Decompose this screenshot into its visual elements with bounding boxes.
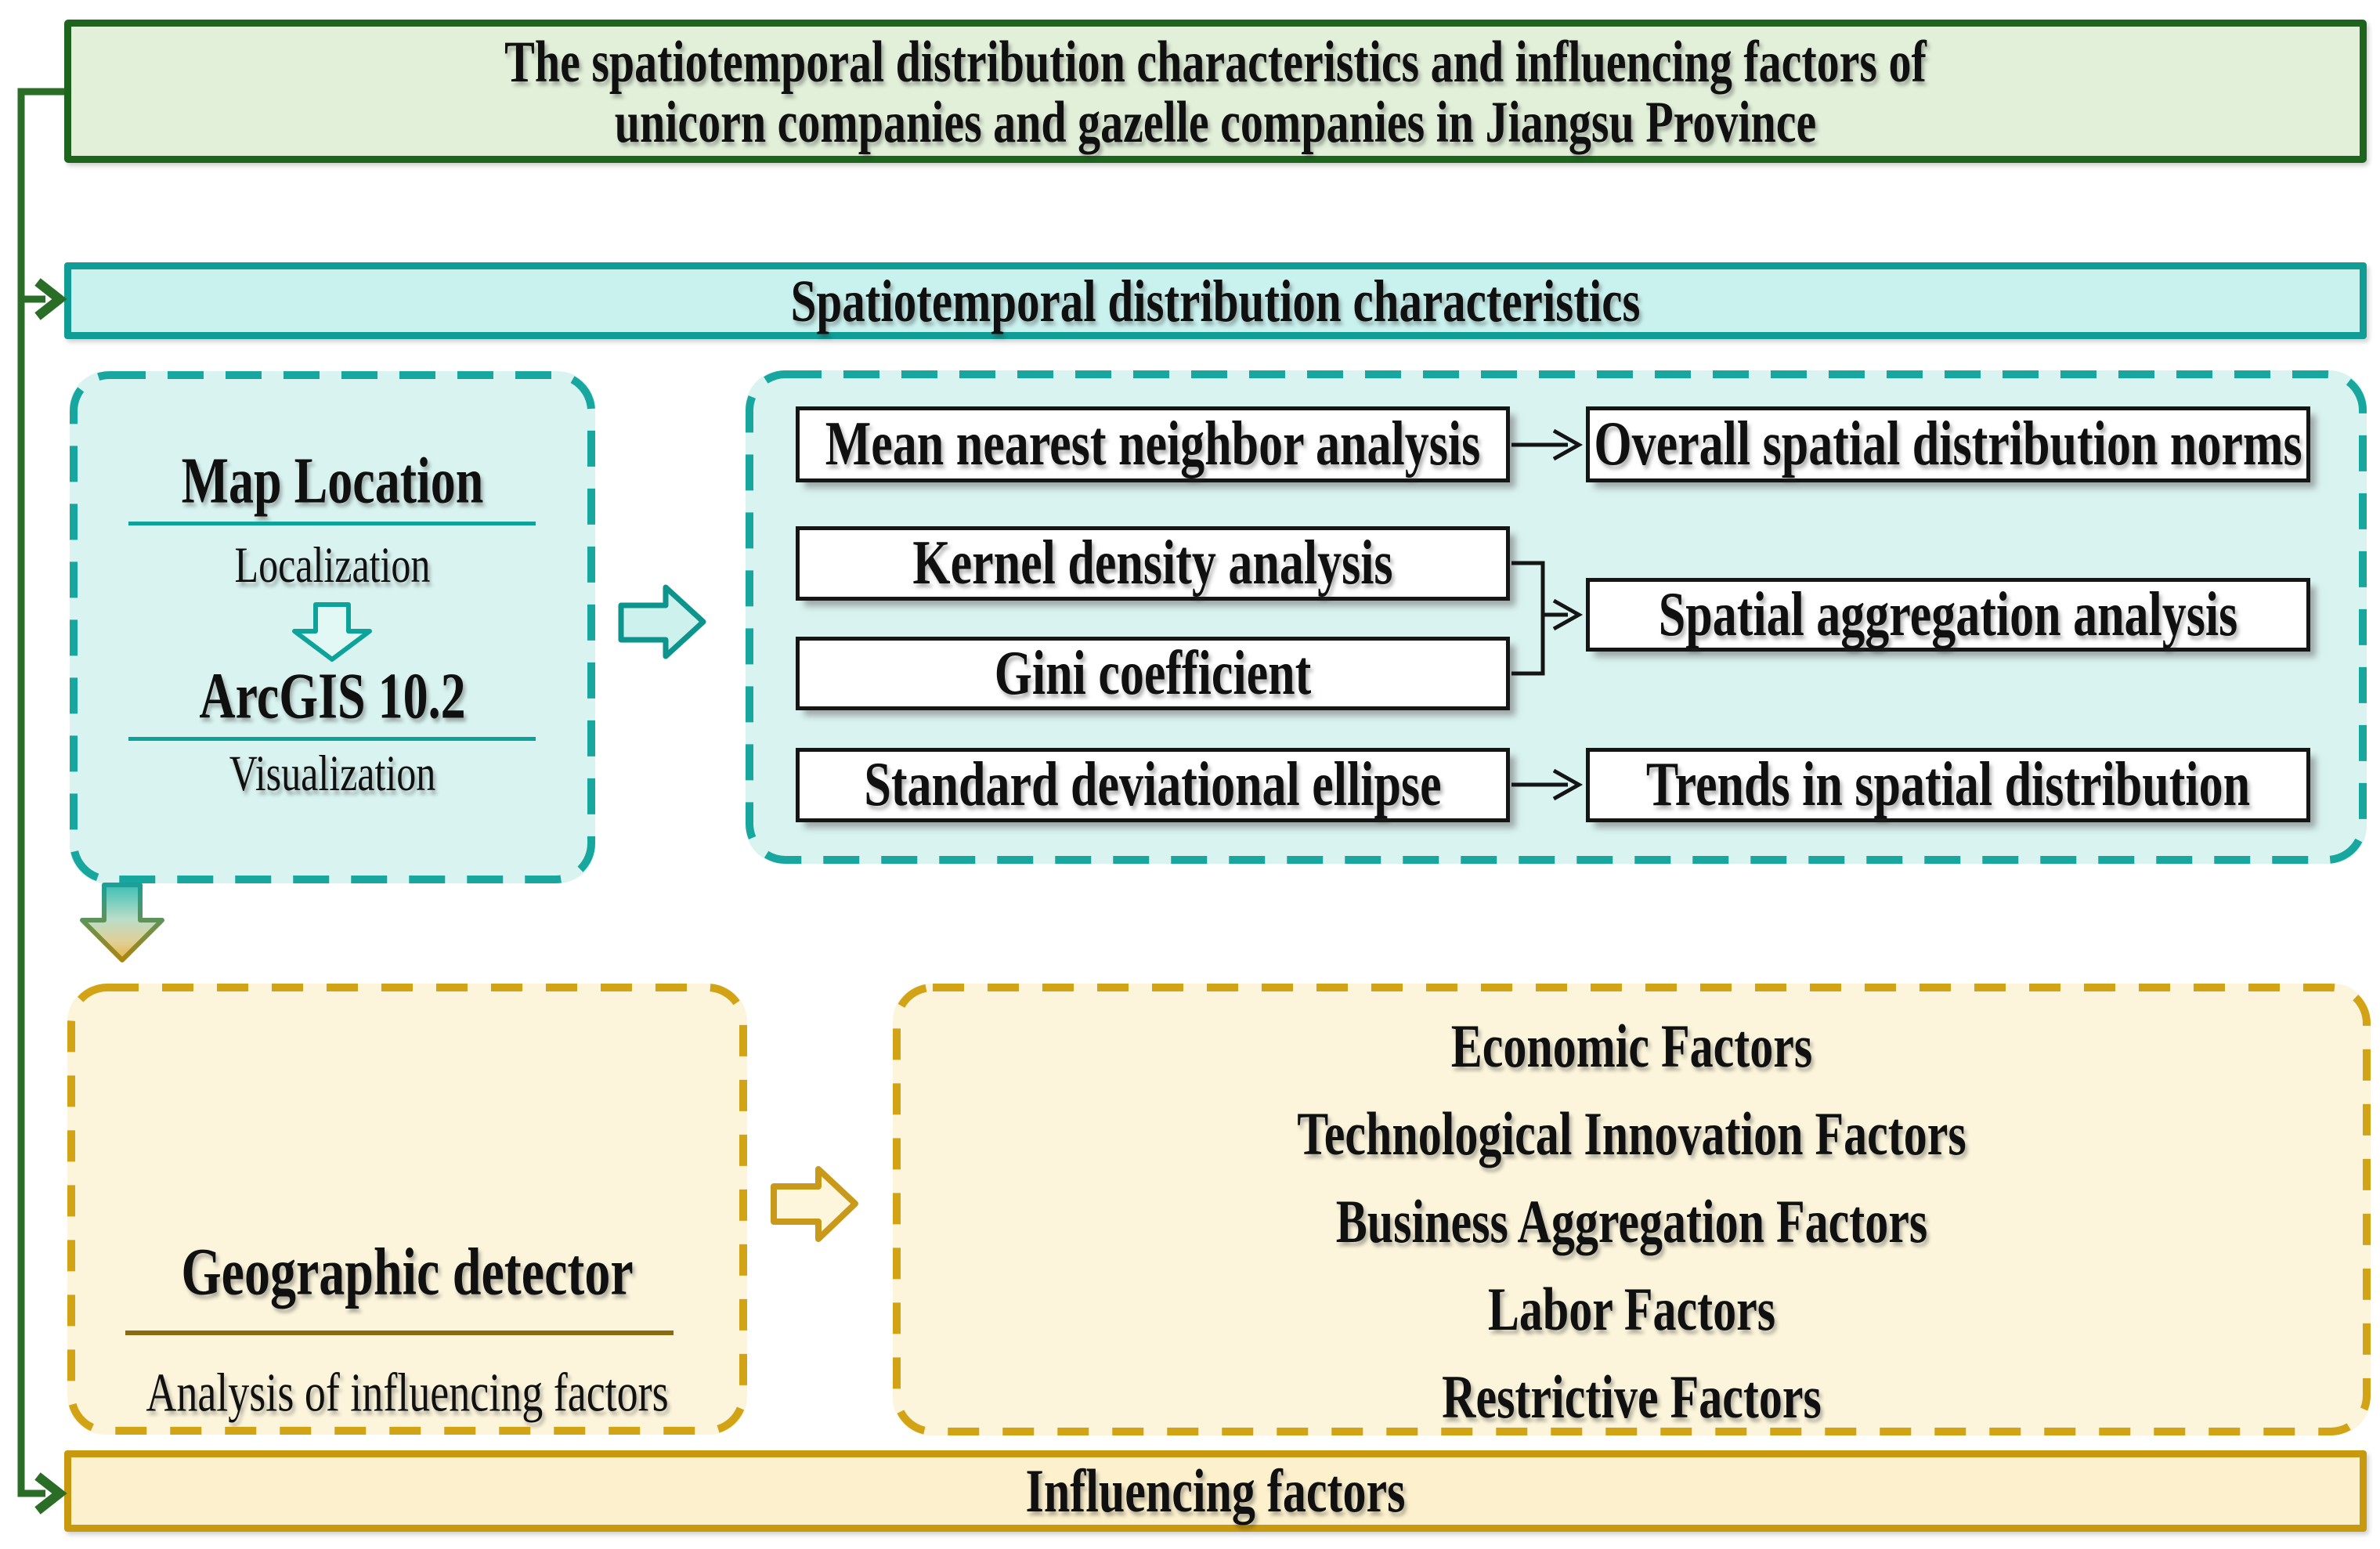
title-box: The spatiotemporal distribution characte… — [64, 20, 2367, 163]
title-line-2: unicorn companies and gazelle companies … — [614, 88, 1817, 155]
visualization-caption: Visualization — [229, 744, 436, 802]
gradient-down-arrow-icon — [80, 883, 164, 962]
method-box-standard-deviational-ellipse: Standard deviational ellipse — [796, 748, 1510, 822]
outcome-box-trends-spatial-distribution: Trends in spatial distribution — [1586, 748, 2310, 822]
method-box-gini-coefficient: Gini coefficient — [796, 637, 1510, 710]
method-box-mean-nearest-neighbor: Mean nearest neighbor analysis — [796, 406, 1510, 482]
map-location-title: Map Location — [181, 444, 484, 517]
factor-item-labor: Labor Factors — [1487, 1275, 1776, 1343]
spatiotemporal-banner: Spatiotemporal distribution characterist… — [64, 262, 2367, 339]
factor-item-technological-innovation: Technological Innovation Factors — [1297, 1099, 1966, 1168]
influencing-factors-banner-label: Influencing factors — [1025, 1457, 1406, 1525]
teal-right-arrow-icon — [618, 584, 706, 659]
geographic-detector-title: Geographic detector — [181, 1234, 634, 1309]
influencing-factors-banner: Influencing factors — [64, 1450, 2367, 1532]
localization-caption: Localization — [234, 536, 431, 594]
spatiotemporal-banner-label: Spatiotemporal distribution characterist… — [790, 266, 1641, 334]
outcome-box-overall-spatial-norms: Overall spatial distribution norms — [1586, 406, 2310, 482]
factor-item-economic: Economic Factors — [1450, 1012, 1813, 1080]
geographic-detector-underline — [125, 1331, 674, 1335]
outcome-box-spatial-aggregation: Spatial aggregation analysis — [1586, 578, 2310, 652]
arcgis-title: ArcGIS 10.2 — [199, 659, 466, 732]
green-connector-line — [17, 88, 64, 1497]
title-line-1: The spatiotemporal distribution characte… — [504, 27, 1927, 95]
green-arrowhead-bottom — [34, 1472, 67, 1515]
green-arrowhead-top — [34, 278, 67, 320]
arcgis-underline — [128, 737, 536, 741]
factor-item-restrictive: Restrictive Factors — [1442, 1363, 1822, 1431]
influencing-analysis-caption: Analysis of influencing factors — [146, 1362, 669, 1423]
gold-right-arrow-icon — [771, 1166, 858, 1242]
factor-item-business-aggregation: Business Aggregation Factors — [1335, 1187, 1928, 1255]
map-location-underline — [128, 522, 536, 525]
method-box-kernel-density: Kernel density analysis — [796, 526, 1510, 601]
